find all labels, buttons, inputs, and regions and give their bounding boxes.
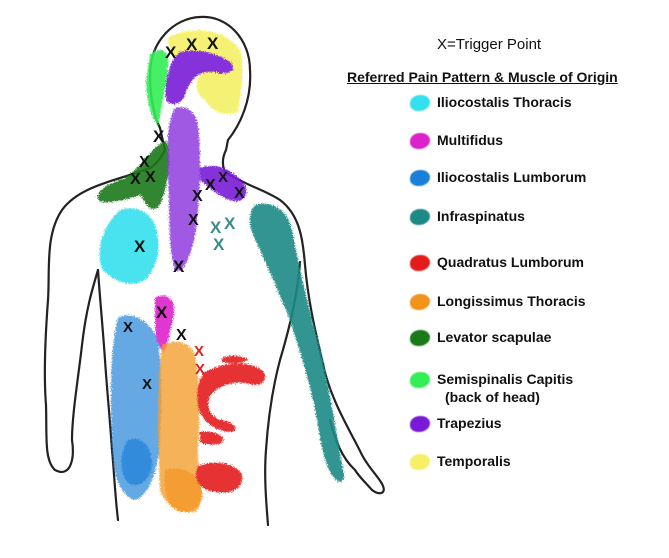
trigger-text: =Trigger Point <box>447 36 542 53</box>
trigger-x: X <box>142 376 152 393</box>
legend-item-multifidus: Multifidus <box>410 131 665 155</box>
legend-item-iliocostalis-lumborum: Iliocostalis Lumborum <box>410 168 665 192</box>
swatch <box>410 454 430 470</box>
legend-label: Trapezius <box>437 415 502 431</box>
trigger-x: X <box>195 361 205 378</box>
swatch <box>410 372 430 388</box>
legend-label: Quadratus Lumborum <box>437 254 585 270</box>
legend-label-sub: (back of head) <box>445 389 540 405</box>
legend-label: Iliocostalis Thoracis <box>437 94 572 110</box>
swatch <box>410 170 430 186</box>
trigger-x: X <box>139 154 150 171</box>
pattern-quadratus-lumborum-upper <box>222 355 248 364</box>
legend-label: Infraspinatus <box>437 208 525 224</box>
pain-patterns <box>97 30 344 513</box>
head-outline <box>198 15 252 174</box>
trigger-x: X <box>165 43 177 62</box>
trigger-x: X <box>224 214 236 233</box>
legend-item-semispinalis-capitis: Semispinalis Capitis (back of head) <box>410 370 665 410</box>
trigger-x: X <box>130 171 141 188</box>
legend-title: Referred Pain Pattern & Muscle of Origin <box>347 69 618 85</box>
trigger-symbol: X <box>437 36 448 53</box>
trigger-x: X <box>145 169 156 186</box>
pattern-quadratus-lumborum-hip <box>195 462 243 493</box>
pattern-iliocostalis-thoracis <box>99 208 159 284</box>
trigger-x: X <box>194 343 204 360</box>
swatch <box>410 95 430 111</box>
legend-item-levator-scapulae: Levator scapulae <box>410 328 665 352</box>
swatch <box>410 330 430 346</box>
trigger-x: X <box>218 169 228 186</box>
pattern-quadratus-lumborum-mid <box>200 431 224 445</box>
pattern-longissimus-core <box>164 468 203 512</box>
legend-label: Levator scapulae <box>437 329 552 345</box>
pattern-trapezius-shoulder <box>200 165 247 202</box>
pattern-trapezius-head <box>165 50 234 105</box>
swatch <box>410 255 430 271</box>
trigger-x: X <box>173 257 185 276</box>
trigger-x: X <box>123 319 133 336</box>
legend-label: Semispinalis Capitis (back of head) <box>437 370 573 406</box>
pattern-infraspinatus <box>249 203 344 482</box>
legend-item-infraspinatus: Infraspinatus <box>410 207 665 231</box>
pattern-multifidus-neck <box>167 107 201 271</box>
trigger-x: X <box>156 303 168 322</box>
swatch <box>410 416 430 432</box>
trigger-x: X <box>188 212 199 229</box>
trigger-x: X <box>207 34 219 53</box>
legend-item-trapezius: Trapezius <box>410 414 665 438</box>
left-torso-outline <box>96 268 120 522</box>
pattern-semispinalis-capitis <box>146 49 169 125</box>
trigger-x: X <box>213 235 225 254</box>
legend-item-temporalis: Temporalis <box>410 452 665 476</box>
pattern-iliocostalis-lumborum-core <box>121 438 152 486</box>
swatch <box>410 294 430 310</box>
legend-label: Iliocostalis Lumborum <box>437 169 587 185</box>
trigger-x: X <box>153 127 165 146</box>
trigger-x: X <box>186 35 198 54</box>
legend-label: Longissimus Thoracis <box>437 293 586 309</box>
trigger-x: X <box>205 177 216 194</box>
trigger-x: X <box>134 237 146 256</box>
legend-label: Temporalis <box>437 453 511 469</box>
swatch <box>410 133 430 149</box>
legend-item-quadratus-lumborum: Quadratus Lumborum <box>410 253 665 277</box>
legend-item-longissimus-thoracis: Longissimus Thoracis <box>410 292 665 316</box>
pattern-levator-scapulae <box>97 140 170 210</box>
legend-label-main: Semispinalis Capitis <box>437 371 574 387</box>
trigger-points: X X X X X X X X X X X X X X X X X X X X … <box>123 34 245 393</box>
left-shoulder-arm-outline <box>43 166 152 473</box>
trigger-x: X <box>210 218 222 237</box>
trigger-x: X <box>234 185 245 202</box>
legend-item-iliocostalis-thoracis: Iliocostalis Thoracis <box>410 93 665 117</box>
trigger-x: X <box>192 188 203 205</box>
trigger-x: X <box>176 327 187 344</box>
pattern-quadratus-lumborum-arc <box>197 363 266 432</box>
legend-label: Multifidus <box>437 132 504 148</box>
swatch <box>410 209 430 225</box>
pattern-multifidus <box>155 295 175 352</box>
trigger-point-legend: X=Trigger Point <box>437 36 541 53</box>
